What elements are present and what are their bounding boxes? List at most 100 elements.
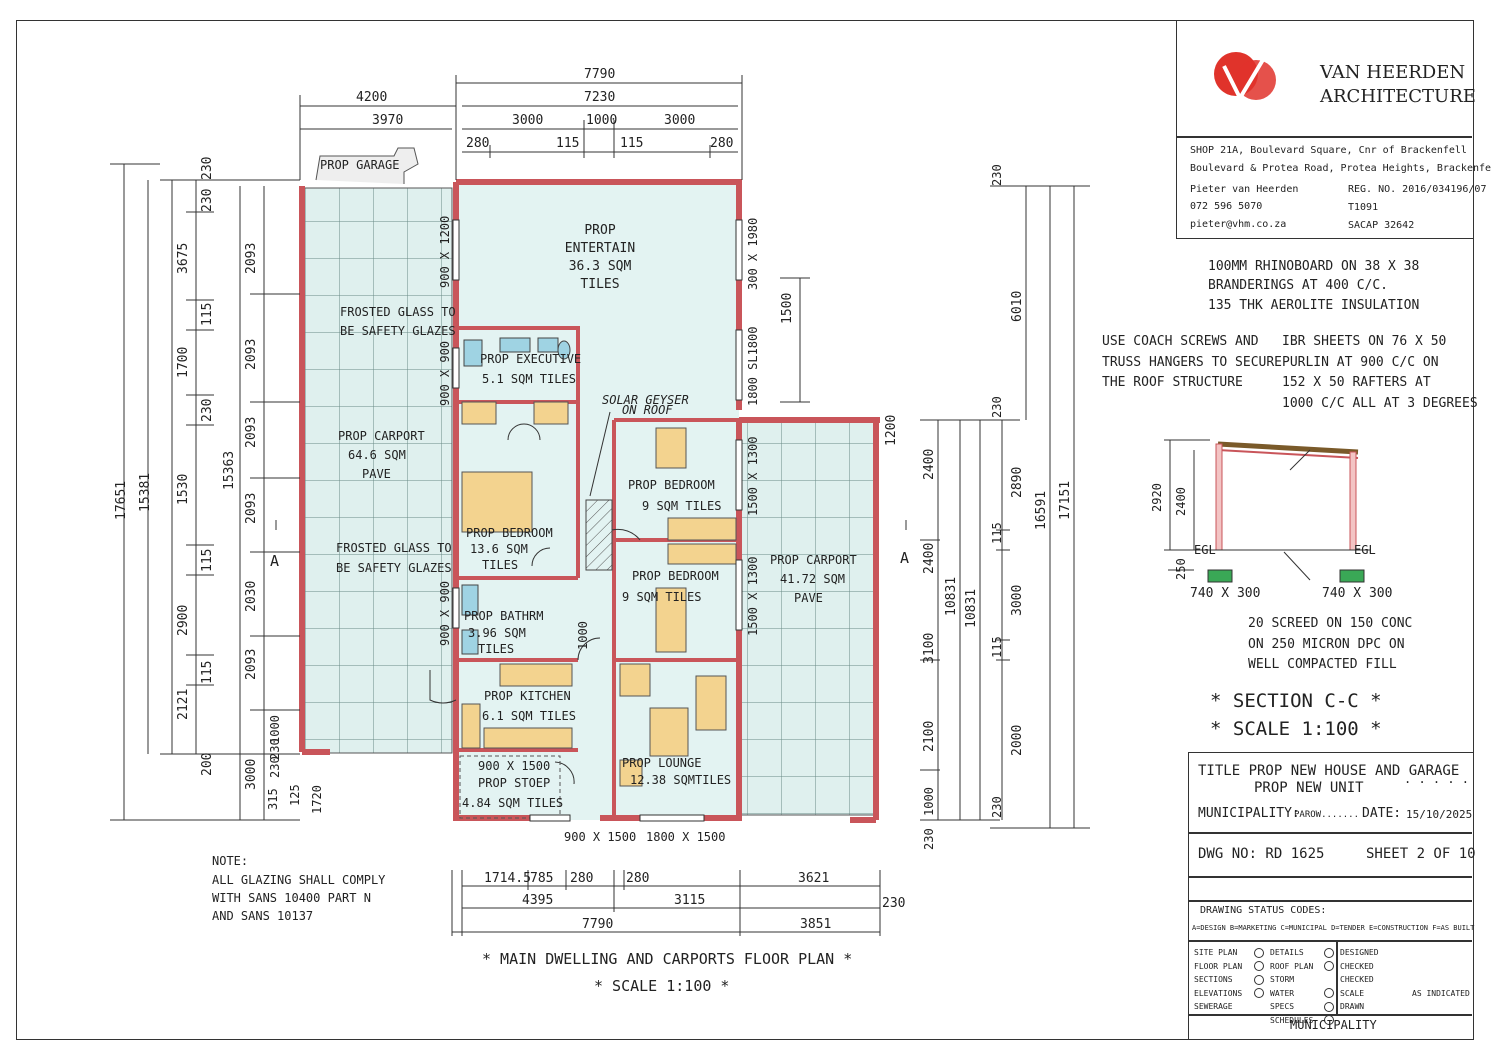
section-dim-2920: 2920 <box>1150 483 1164 512</box>
window-900x900b: 900 X 900 <box>438 580 452 646</box>
checklist-item[interactable]: SPECS <box>1270 1000 1334 1014</box>
dim-top-3970: 3970 <box>372 113 404 128</box>
date-label: DATE: <box>1362 806 1402 821</box>
carport-left-l1: PROP CARPORT <box>338 429 425 443</box>
section-egl-right: EGL <box>1354 543 1376 557</box>
dim-right-10831b: 10831 <box>964 588 979 628</box>
checkbox-icon[interactable] <box>1254 961 1264 971</box>
firm-phone: 072 596 5070 <box>1190 201 1263 212</box>
dim-bot-3115: 3115 <box>674 893 706 908</box>
ibr-4: 1000 C/C ALL AT 3 DEGREES <box>1282 396 1478 411</box>
checklist-item[interactable]: DETAILS <box>1270 946 1334 960</box>
note-line-2: WITH SANS 10400 PART N <box>212 891 371 905</box>
dim-left-230c: 230 <box>200 398 215 422</box>
door-1800x1500: 1800 X 1500 <box>646 830 726 844</box>
coach-2: TRUSS HANGERS TO SECURE <box>1102 355 1283 370</box>
checkbox-icon[interactable] <box>1254 947 1264 958</box>
firm-t: T1091 <box>1348 202 1379 213</box>
dim-left-2093c: 2093 <box>244 416 259 448</box>
dim-right-1000: 1000 <box>922 787 936 816</box>
dim-bot-785: 785 <box>530 871 554 886</box>
lounge-l1: PROP LOUNGE <box>622 756 702 770</box>
dim-top-7230: 7230 <box>584 90 616 105</box>
dim-right-115b: 115 <box>990 636 1004 658</box>
firm-email: pieter@vhm.co.za <box>1190 219 1287 230</box>
window-1500x1300a: 1500 X 1300 <box>746 436 760 516</box>
dim-left-2030: 2030 <box>244 580 259 612</box>
section-dim-250: 250 <box>1174 558 1188 580</box>
checkbox-icon[interactable] <box>1254 988 1264 998</box>
dim-left-1530: 1530 <box>176 473 191 505</box>
sheet-border <box>16 20 1474 1040</box>
roof-spec-1: 100MM RHINOBOARD ON 38 X 38 <box>1208 259 1420 274</box>
dim-left-2093d: 2093 <box>244 492 259 524</box>
checkbox-icon[interactable] <box>1324 1015 1334 1025</box>
dim-left-3675: 3675 <box>176 242 191 274</box>
ibr-3: 152 X 50 RAFTERS AT <box>1282 375 1431 390</box>
checkbox-icon[interactable] <box>1324 961 1334 971</box>
roof-spec-2: BRANDERINGS AT 400 C/C. <box>1208 278 1389 293</box>
checklist-item[interactable]: SECTIONS <box>1194 973 1264 987</box>
dim-bot-230: 230 <box>882 896 906 911</box>
dim-right-2400b: 2400 <box>922 542 937 574</box>
firm-sacap: SACAP 32642 <box>1348 220 1415 231</box>
checklist-item[interactable]: SITE PLAN <box>1194 946 1264 960</box>
dwg-no: DWG NO: RD 1625 <box>1198 846 1325 862</box>
section-egl-left: EGL <box>1194 543 1216 557</box>
sheet-no: SHEET 2 OF 10 <box>1366 846 1476 862</box>
frosted-a1: FROSTED GLASS TO <box>340 305 456 319</box>
municipality-label: MUNICIPALITY: <box>1198 806 1300 821</box>
dim-right-230c: 230 <box>990 796 1004 818</box>
bedroom1-l1: PROP BEDROOM <box>466 526 553 540</box>
dim-right-2890: 2890 <box>1010 466 1025 498</box>
entertain-l2: ENTERTAIN <box>564 241 636 256</box>
stoep-l3: 4.84 SQM TILES <box>462 796 564 810</box>
dim-right-230b: 230 <box>990 396 1004 418</box>
solar-l1: SOLAR GEYSER <box>602 393 689 407</box>
title-line-2: PROP NEW UNIT <box>1254 780 1364 796</box>
note-heading: NOTE: <box>212 854 249 868</box>
checklist-item[interactable]: ROOF PLAN <box>1270 960 1334 974</box>
lounge-l2: 12.38 SQMTILES <box>630 773 732 787</box>
title-dots: . . . . . <box>1404 772 1470 786</box>
title-block <box>1188 752 1473 1039</box>
carport-right-l1: PROP CARPORT <box>770 553 857 567</box>
window-900x1200: 900 X 1200 <box>438 215 452 288</box>
checklist-item[interactable]: SCHEDULES <box>1270 1014 1334 1028</box>
checkbox-icon[interactable] <box>1324 988 1334 998</box>
checkbox-icon[interactable] <box>1254 974 1264 985</box>
dim-bot-7790: 7790 <box>582 917 614 932</box>
checkbox-icon[interactable] <box>1324 947 1334 958</box>
dim-left-115a: 115 <box>200 302 215 326</box>
dim-top-7790: 7790 <box>584 67 616 82</box>
solar-l2: ON ROOF <box>622 403 673 417</box>
checklist-item[interactable]: FLOOR PLAN <box>1194 960 1264 974</box>
sign-row-drawn: DRAWN <box>1340 1002 1365 1011</box>
section-cc-drawing <box>1164 439 1370 583</box>
dim-left-125: 125 <box>288 784 302 806</box>
screed-2: ON 250 MICRON DPC ON <box>1248 637 1405 652</box>
sign-row-checked-2: CHECKED <box>1340 975 1374 984</box>
dim-bot-3621: 3621 <box>798 871 830 886</box>
ibr-2: PURLIN AT 900 C/C ON <box>1282 355 1439 370</box>
checkbox-icon[interactable] <box>1324 1001 1334 1012</box>
dim-left-230e: 230 <box>268 738 282 760</box>
dim-left-115c: 115 <box>200 660 215 684</box>
dim-top-280a: 280 <box>466 136 490 151</box>
firm-person: Pieter van Heerden <box>1190 184 1299 195</box>
dim-top-115b: 115 <box>620 136 644 151</box>
section-a-left: A <box>270 552 280 570</box>
dim-bot-280a: 280 <box>570 871 594 886</box>
bedroom3-l2: 9 SQM TILES <box>622 590 702 604</box>
dim-right-17151: 17151 <box>1058 480 1073 520</box>
checklist-item[interactable]: ELEVATIONS <box>1194 987 1264 1001</box>
firm-name-2: ARCHITECTURE <box>1320 86 1476 107</box>
dim-left-2093b: 2093 <box>244 338 259 370</box>
dim-right-6010: 6010 <box>1010 290 1025 322</box>
checklist-item[interactable]: STORM WATER <box>1270 973 1334 1000</box>
dim-left-1720: 1720 <box>310 785 324 814</box>
dim-top-280b: 280 <box>710 136 734 151</box>
municipality-value: PAROW....... <box>1294 810 1360 820</box>
roof-spec-3: 135 THK AEROLITE INSULATION <box>1208 298 1420 313</box>
title-block-footer: MUNICIPALITY <box>1290 1018 1377 1032</box>
